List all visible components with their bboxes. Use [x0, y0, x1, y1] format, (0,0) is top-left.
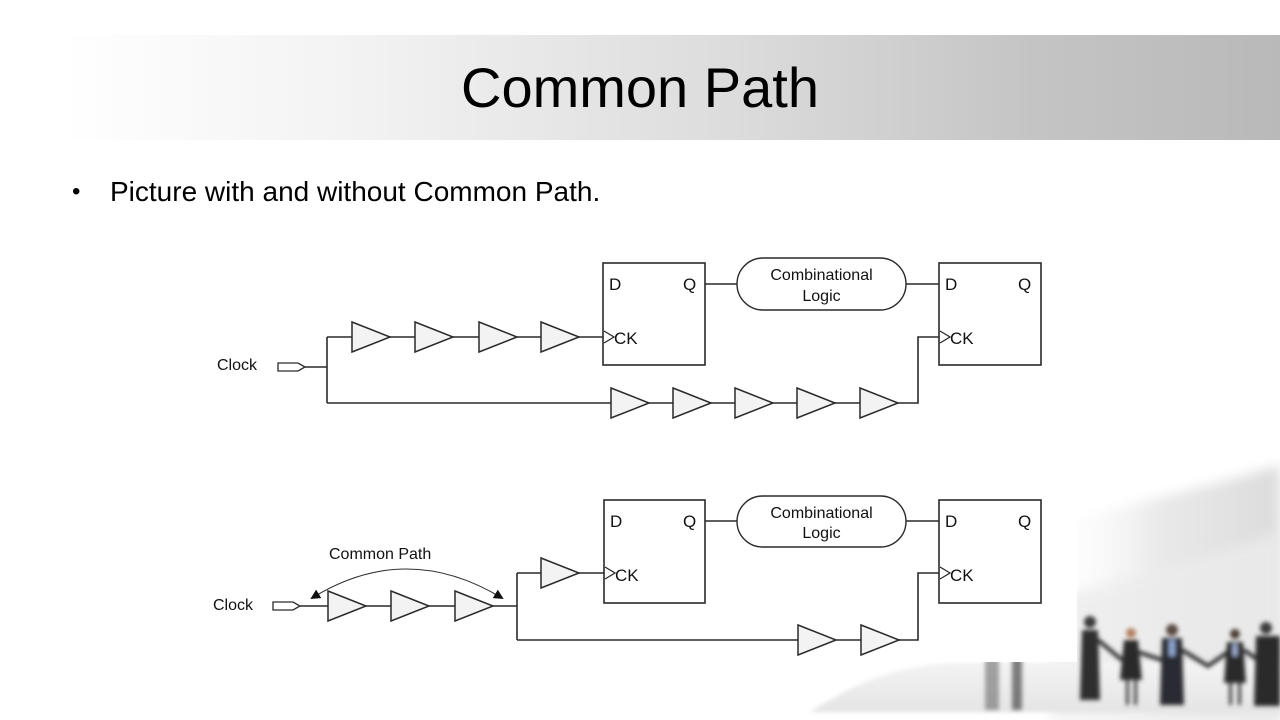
- slide-title: Common Path: [461, 56, 819, 119]
- capture-flip-flop: D Q CK: [938, 262, 1042, 366]
- buffer-icon: [540, 556, 582, 590]
- capture-clock-buffers: [797, 623, 902, 657]
- clock-port-icon: [277, 362, 307, 372]
- launch-clock-buffers: [351, 320, 582, 354]
- buffer-icon: [478, 320, 520, 354]
- buffer-icon: [414, 320, 456, 354]
- clock-label: Clock: [213, 597, 254, 614]
- combinational-logic: Combinational Logic: [736, 257, 907, 311]
- ff-d-pin: D: [610, 512, 622, 531]
- ff-ck-pin: CK: [950, 566, 974, 585]
- bullet-item: • Picture with and without Common Path.: [72, 174, 600, 210]
- capture-flip-flop: D Q CK: [938, 499, 1042, 604]
- ff-ck-pin: CK: [614, 329, 638, 348]
- ff-q-pin: Q: [1018, 512, 1031, 531]
- buffer-icon: [672, 386, 714, 420]
- buffer-icon: [390, 589, 432, 623]
- common-path-arrow: [310, 568, 504, 600]
- ff-d-pin: D: [945, 512, 957, 531]
- ff-q-pin: Q: [1018, 275, 1031, 294]
- logic-label-line2: Logic: [802, 288, 840, 305]
- buffer-icon: [796, 386, 838, 420]
- common-path-label: Common Path: [329, 546, 431, 563]
- ff-q-pin: Q: [683, 275, 696, 294]
- ff-q-pin: Q: [683, 512, 696, 531]
- buffer-icon: [797, 623, 839, 657]
- launch-flip-flop: D Q CK: [602, 262, 706, 366]
- ff-d-pin: D: [945, 275, 957, 294]
- common-path-buffers: [327, 589, 496, 623]
- buffer-icon: [454, 589, 496, 623]
- combinational-logic: Combinational Logic: [736, 495, 907, 548]
- launch-clock-buffers: [540, 556, 582, 590]
- buffer-icon: [734, 386, 776, 420]
- buffer-icon: [540, 320, 582, 354]
- clock-pin-icon: [603, 330, 616, 344]
- logic-label-line2: Logic: [802, 525, 840, 542]
- logic-label-line1: Combinational: [770, 505, 872, 522]
- capture-clock-buffers: [610, 386, 901, 420]
- clock-pin-icon: [939, 566, 952, 580]
- bullet-text: Picture with and without Common Path.: [110, 176, 601, 207]
- clock-port-icon: [272, 601, 302, 611]
- title-band: [60, 35, 1280, 140]
- buffer-icon: [351, 320, 393, 354]
- clock-label: Clock: [217, 357, 258, 374]
- buffer-icon: [327, 589, 369, 623]
- bullet-marker: •: [72, 178, 81, 205]
- ff-d-pin: D: [609, 275, 621, 294]
- clock-pin-icon: [604, 566, 617, 580]
- launch-flip-flop: D Q CK: [603, 499, 706, 604]
- diagram-with-common-path: Clock Common Path D Q CK Combinational L…: [213, 495, 1042, 657]
- ff-ck-pin: CK: [950, 329, 974, 348]
- diagram-without-common-path: Clock D Q CK Combinational Logic: [217, 257, 1042, 420]
- buffer-icon: [860, 623, 902, 657]
- clock-pin-icon: [939, 330, 952, 344]
- buffer-icon: [859, 386, 901, 420]
- logic-label-line1: Combinational: [770, 267, 872, 284]
- buffer-icon: [610, 386, 652, 420]
- people-silhouettes: [985, 616, 1280, 710]
- ff-ck-pin: CK: [615, 566, 639, 585]
